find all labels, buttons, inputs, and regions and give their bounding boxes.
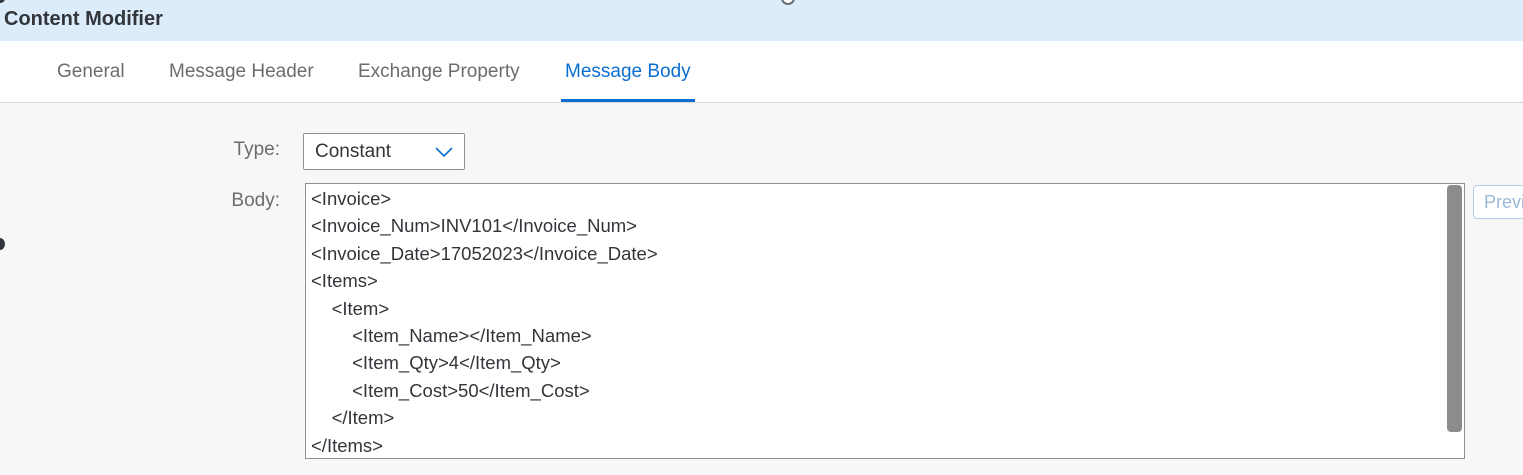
tab-message-header[interactable]: Message Header xyxy=(169,61,314,82)
connector-handle-icon[interactable] xyxy=(781,0,795,5)
tab-exchange-property[interactable]: Exchange Property xyxy=(358,61,520,82)
dialog-title: Content Modifier xyxy=(4,8,163,30)
body-label: Body: xyxy=(231,190,280,211)
tab-bar: General Message Header Exchange Property… xyxy=(0,41,1523,103)
title-bar: Content Modifier xyxy=(0,0,1523,41)
body-scrollbar-track[interactable] xyxy=(1446,184,1464,458)
type-select-value: Constant xyxy=(315,141,392,162)
chevron-down-icon xyxy=(435,147,453,158)
body-scrollbar-thumb[interactable] xyxy=(1447,185,1462,432)
tab-message-body[interactable]: Message Body xyxy=(561,41,695,102)
body-textarea[interactable]: <Invoice> <Invoice_Num>INV101</Invoice_N… xyxy=(305,183,1465,459)
body-text[interactable]: <Invoice> <Invoice_Num>INV101</Invoice_N… xyxy=(311,188,658,456)
side-connector-dot[interactable] xyxy=(0,238,5,250)
preview-button[interactable]: Preview xyxy=(1473,185,1523,219)
tab-general[interactable]: General xyxy=(57,61,125,82)
type-select[interactable]: Constant xyxy=(303,133,465,170)
resize-handle-dot[interactable] xyxy=(0,0,5,3)
type-label: Type: xyxy=(233,139,280,160)
